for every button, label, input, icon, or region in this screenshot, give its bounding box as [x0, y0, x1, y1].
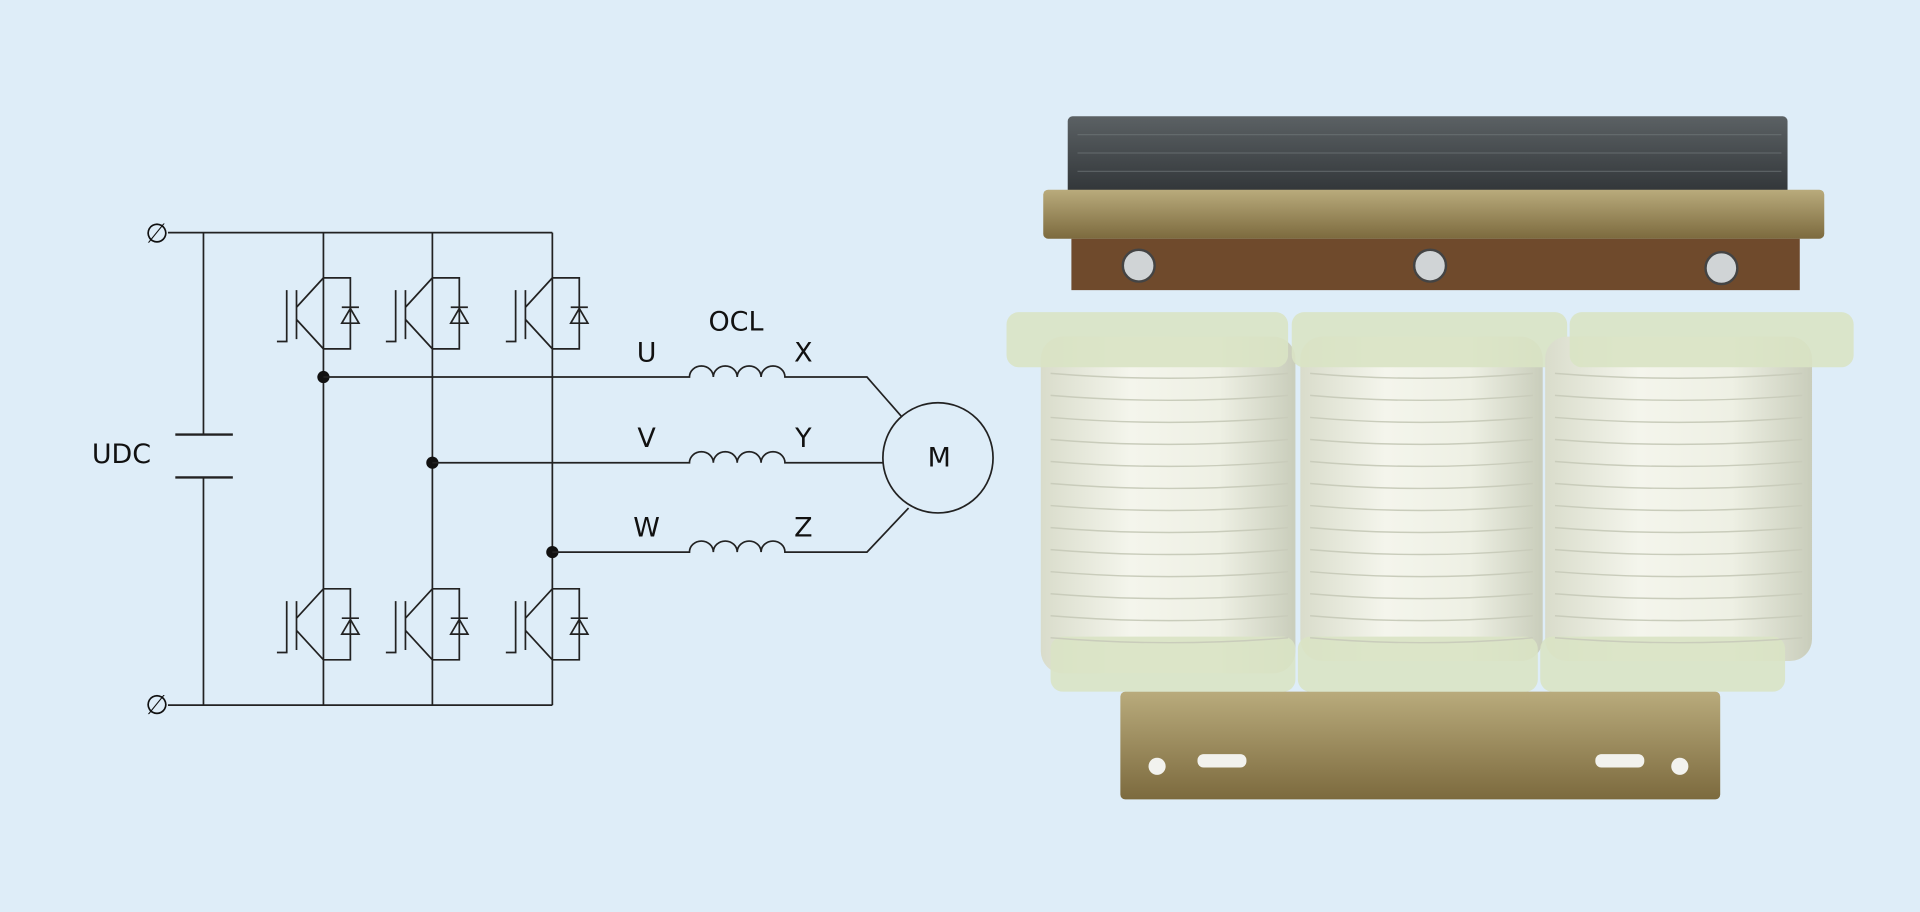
bottom-mounting-bracket: [1120, 691, 1721, 800]
dc-positive-terminal: ∅: [145, 219, 168, 250]
coil-phase-1: [1006, 312, 1296, 692]
coil-winding-lines: [1050, 372, 1803, 644]
laminated-core-top: [1067, 116, 1788, 198]
igbt-high-2: [385, 277, 470, 350]
phase-output-label: Y: [794, 423, 812, 454]
junction-dot: [317, 370, 330, 384]
freewheel-diode-icon: [340, 617, 361, 635]
phase-input-label: V: [637, 423, 656, 454]
reactor-photo: [1006, 116, 1854, 800]
freewheel-diode-icon: [569, 306, 590, 325]
igbt-low-3: [505, 587, 590, 661]
dc-link-capacitor: [175, 232, 233, 706]
phase-input-label: U: [637, 337, 657, 368]
dc-negative-terminal: ∅: [145, 690, 168, 721]
phase-output-label: X: [794, 337, 812, 368]
ocl-label: OCL: [708, 307, 763, 338]
mounting-slots: [1148, 754, 1689, 775]
freewheel-diode-icon: [449, 306, 470, 325]
igbt-low-1: [276, 587, 361, 661]
phase-output-label: Z: [794, 512, 812, 543]
phase-input-label: W: [633, 512, 660, 543]
coil-phase-2: [1291, 312, 1568, 692]
igbt-high-3: [505, 277, 590, 350]
freewheel-diode-icon: [449, 617, 470, 635]
igbt-low-2: [385, 587, 470, 661]
udc-label: UDC: [92, 439, 151, 470]
top-clamp-bracket: [1043, 189, 1825, 239]
freewheel-diode-icon: [569, 617, 590, 635]
motor-symbol: [882, 401, 994, 514]
igbt-high-1: [276, 277, 361, 350]
motor-label: M: [928, 443, 951, 474]
coil-phase-3: [1540, 312, 1854, 692]
freewheel-diode-icon: [340, 306, 361, 325]
